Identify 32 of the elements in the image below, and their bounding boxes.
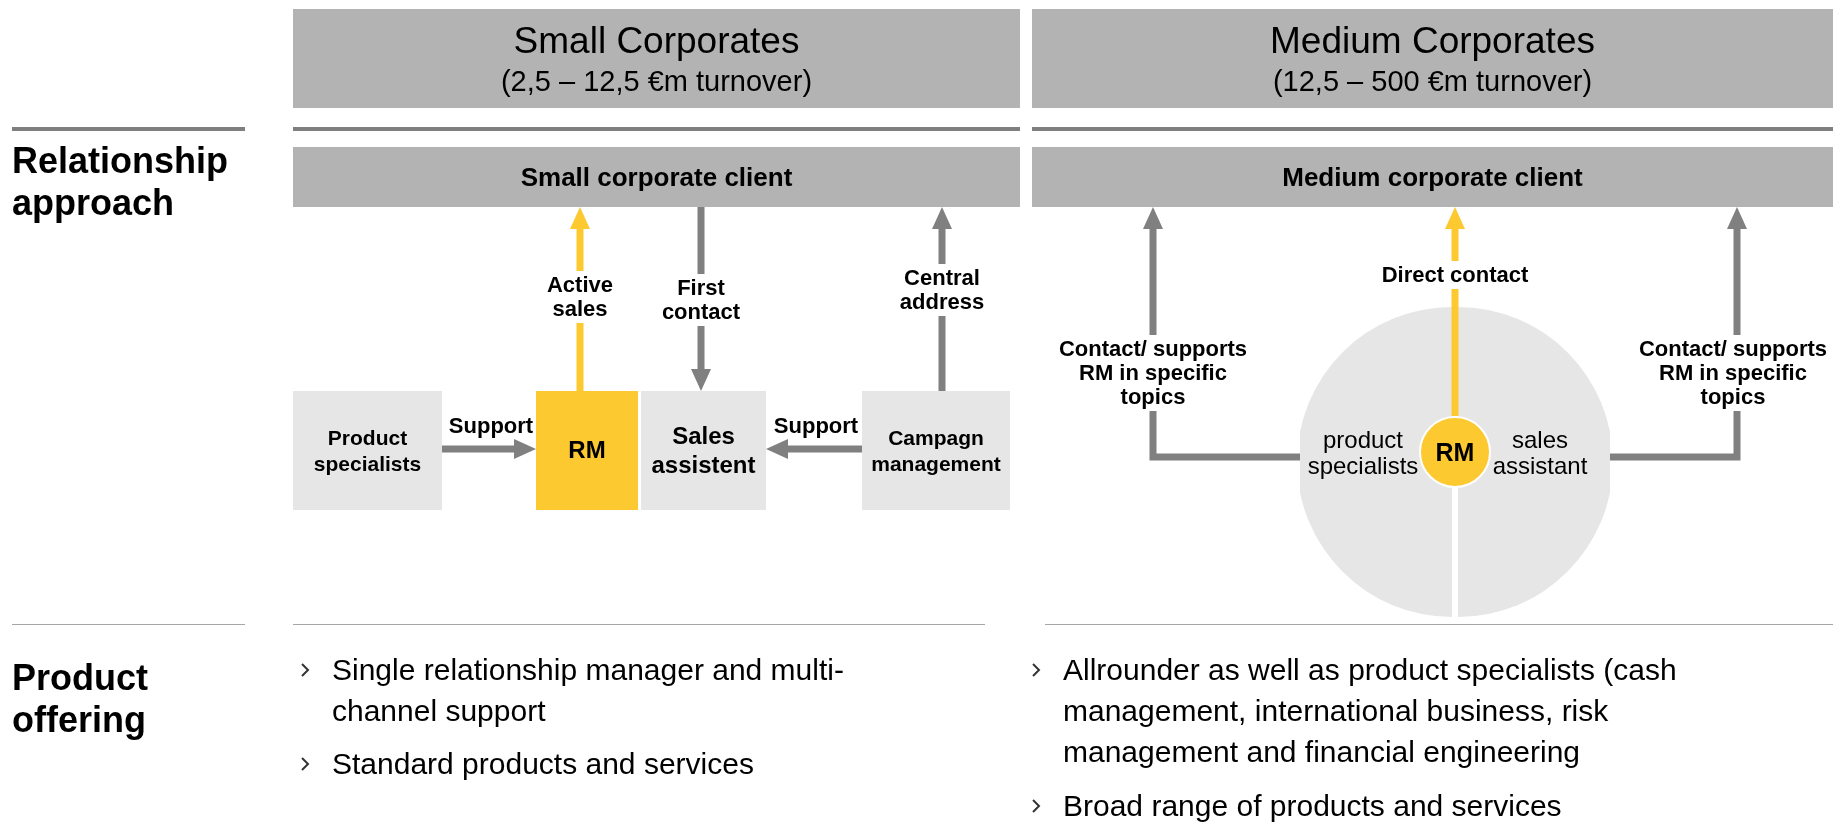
row-heading: Product offering bbox=[12, 657, 149, 741]
highlight-box bbox=[536, 391, 638, 510]
bar-text: Small corporate client bbox=[520, 161, 793, 193]
header-title: Small Corporates bbox=[513, 18, 800, 63]
row-heading: Relationship approach bbox=[12, 140, 230, 224]
bullet-text: Broad range of products and services bbox=[1063, 788, 1562, 824]
process-box bbox=[293, 391, 442, 510]
box-text: RM bbox=[568, 436, 606, 465]
segment-text: sales assistant bbox=[1491, 427, 1589, 479]
arrow bbox=[766, 439, 862, 459]
bar-text: Medium corporate client bbox=[1282, 161, 1583, 193]
box-text: Product specialists bbox=[312, 425, 423, 476]
box-text: Campagn management bbox=[870, 425, 1002, 476]
bullet-text: Single relationship manager and multi-channel support bbox=[332, 652, 845, 729]
header-bar bbox=[293, 9, 1020, 108]
circle-text: RM bbox=[1435, 437, 1475, 467]
process-box bbox=[641, 391, 766, 510]
edge-label: Support bbox=[772, 412, 860, 440]
header-subtitle: (2,5 – 12,5 €m turnover) bbox=[500, 63, 813, 99]
arrow bbox=[442, 439, 536, 459]
edge-label: Support bbox=[447, 412, 535, 440]
header-title: Medium Corporates bbox=[1270, 18, 1595, 63]
client-bar bbox=[1032, 147, 1833, 207]
box-text: Sales assistent bbox=[650, 421, 757, 480]
header-subtitle: (12,5 – 500 €m turnover) bbox=[1272, 63, 1593, 99]
bullet-text: Standard products and services bbox=[332, 746, 754, 782]
bullet-text: Allrounder as well as product specialists (cash management, international business, risk management and financial engineering bbox=[1063, 652, 1678, 770]
arrow bbox=[1445, 207, 1465, 416]
header-bar bbox=[1032, 9, 1833, 108]
segment-text: product specialists bbox=[1306, 427, 1420, 479]
process-box bbox=[862, 391, 1010, 510]
client-bar bbox=[293, 147, 1020, 207]
